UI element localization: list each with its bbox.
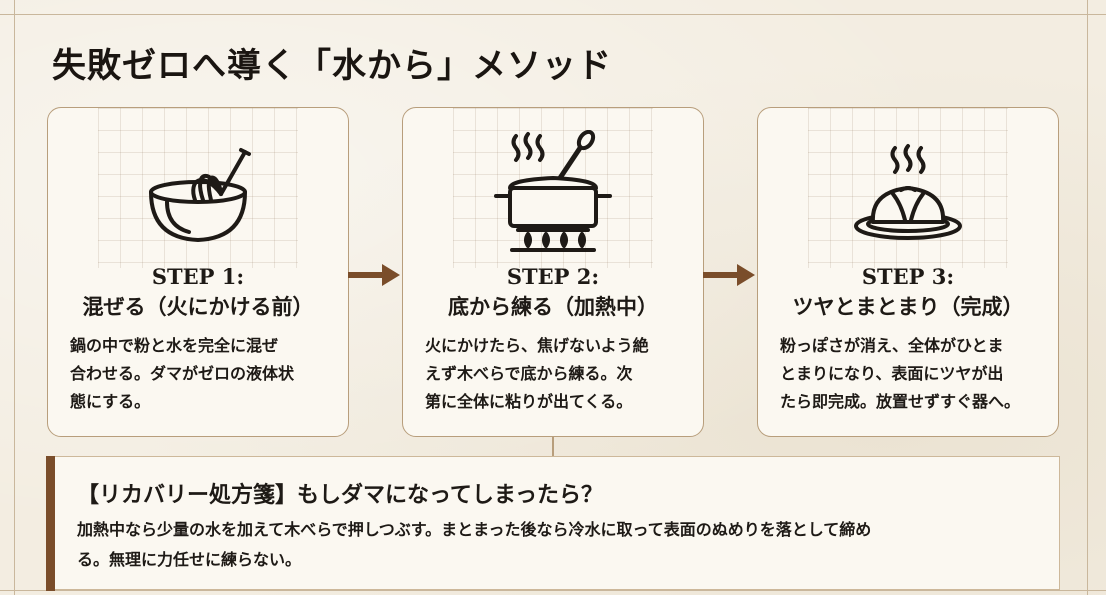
desc-line: 鍋の中で粉と水を完全に混ぜ xyxy=(70,336,279,355)
tip-accent-bar xyxy=(45,455,55,591)
step-title: ツヤとまとまり（完成） xyxy=(792,295,1024,319)
step-label: STEP 2: xyxy=(506,264,600,289)
desc-line: 態にする。 xyxy=(70,392,151,411)
step-title: 混ぜる（火にかける前） xyxy=(82,295,314,319)
desc-line: えず木べらで底から練る。次 xyxy=(425,364,633,383)
frame-line-left xyxy=(14,0,15,595)
desc-line: 第に全体に粘りが出てくる。 xyxy=(425,392,633,411)
page-title: 失敗ゼロへ導く「水から」メソッド xyxy=(52,46,612,86)
pot-on-stove-icon xyxy=(494,130,612,252)
frame-line-right xyxy=(1087,0,1088,595)
step-card-1: STEP 1: 混ぜる（火にかける前） 鍋の中で粉と水を完全に混ぜ 合わせる。ダ… xyxy=(47,107,349,437)
tip-body: 加熱中なら少量の水を加えて木べらで押しつぶす。まとまった後なら冷水に取って表面の… xyxy=(77,515,1031,575)
steaming-dish-icon xyxy=(854,144,962,240)
tip-title: 【リカバリー処方箋】もしダマになってしまったら？ xyxy=(77,483,604,508)
step-label: STEP 3: xyxy=(861,264,955,289)
desc-line: たら即完成。放置せずすぐ器へ。 xyxy=(780,392,1021,411)
tip-body-line: 加熱中なら少量の水を加えて木べらで押しつぶす。まとまった後なら冷水に取って表面の… xyxy=(77,520,872,539)
desc-line: 粉っぽさが消え、全体がひとま xyxy=(780,336,1004,355)
desc-line: 火にかけたら、焦げないよう絶 xyxy=(425,336,649,355)
recovery-tip-box: 【リカバリー処方箋】もしダマになってしまったら？ 加熱中なら少量の水を加えて木べ… xyxy=(45,455,1060,591)
whisk-bowl-icon xyxy=(149,148,251,242)
arrow-right-icon xyxy=(348,264,400,286)
step-title: 底から練る（加熱中） xyxy=(448,295,658,319)
step-description: 火にかけたら、焦げないよう絶 えず木べらで底から練る。次 第に全体に粘りが出てく… xyxy=(425,332,685,416)
step-description: 鍋の中で粉と水を完全に混ぜ 合わせる。ダマがゼロの液体状 態にする。 xyxy=(70,332,330,416)
step-description: 粉っぽさが消え、全体がひとま とまりになり、表面にツヤが出 たら即完成。放置せず… xyxy=(780,332,1040,416)
desc-line: とまりになり、表面にツヤが出 xyxy=(780,364,1004,383)
step-card-2: STEP 2: 底から練る（加熱中） 火にかけたら、焦げないよう絶 えず木べらで… xyxy=(402,107,704,437)
frame-line-bottom xyxy=(0,590,1106,591)
arrow-right-icon xyxy=(703,264,755,286)
tip-body-line: る。無理に力任せに練らない。 xyxy=(77,550,302,569)
step-card-3: STEP 3: ツヤとまとまり（完成） 粉っぽさが消え、全体がひとま とまりにな… xyxy=(757,107,1059,437)
step-label: STEP 1: xyxy=(151,264,245,289)
frame-line-top xyxy=(0,14,1106,15)
connector-line xyxy=(552,437,554,457)
desc-line: 合わせる。ダマがゼロの液体状 xyxy=(70,364,295,383)
